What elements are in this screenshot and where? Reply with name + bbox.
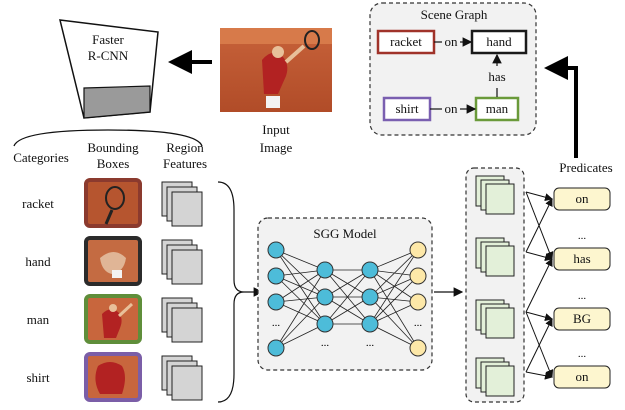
predicate-arrow-0 (525, 191, 553, 202)
predicate-label-3: on (575, 369, 589, 384)
sg-node-racket-label: racket (390, 34, 422, 49)
output-stack-0 (475, 175, 515, 215)
split-bracket (13, 129, 203, 147)
neural-network: ............ (267, 241, 427, 357)
region-feature-stacks (161, 181, 203, 401)
nn-node-l2-n2 (361, 315, 379, 333)
feature-stack-man (161, 297, 203, 343)
input-image-label-2: Image (259, 140, 293, 155)
output-stack-1 (475, 237, 515, 277)
predicates-title: Predicates (559, 160, 613, 175)
category-shirt: shirt (26, 370, 50, 385)
predicate-arrow-7 (525, 191, 554, 260)
nn-node-l0-n0 (267, 241, 285, 259)
nn-ellipsis-l2: ... (366, 337, 375, 349)
predicate-ellipsis-1: ... (577, 290, 587, 302)
predicate-ellipsis-2: ... (577, 348, 587, 360)
category-hand: hand (25, 254, 51, 269)
features-header-1: Region (166, 140, 204, 155)
feature-stack-shirt (161, 355, 203, 401)
features-brace (217, 181, 245, 403)
nn-node-l3-n0 (409, 241, 427, 259)
predicate-label-2: BG (572, 311, 592, 326)
sg-edge-label-shirt-man: on (444, 101, 458, 116)
predicate-arrows (525, 191, 554, 380)
bbox-racket (84, 178, 142, 228)
sg-edge-label-racket-hand: on (444, 34, 458, 49)
nn-node-l1-n1 (316, 288, 334, 306)
predicate-arrow-8 (525, 311, 554, 378)
predicate-box-1 (553, 247, 611, 271)
nn-node-l1-n0 (316, 261, 334, 279)
categories-header: Categories (13, 150, 69, 165)
nn-node-l0-n1 (267, 267, 285, 285)
input-image-label-1: Input (262, 122, 290, 137)
predicate-boxes (553, 187, 611, 389)
nn-node-l3-n1 (409, 267, 427, 285)
sg-node-man-label: man (485, 101, 509, 116)
category-man: man (26, 312, 50, 327)
nn-ellipsis-l0: ... (272, 317, 281, 329)
bbox-man (84, 294, 142, 344)
nn-node-l2-n1 (361, 288, 379, 306)
bounding-box-thumbnails (84, 178, 142, 402)
input-image (220, 28, 332, 112)
sgg-model-title: SGG Model (313, 226, 377, 241)
sg-node-hand-label: hand (486, 34, 512, 49)
detector-label-1: Faster (92, 32, 124, 47)
nn-ellipsis-l3: ... (414, 317, 423, 329)
predicate-box-2 (553, 307, 611, 331)
predicate-arrow-6 (525, 371, 553, 380)
nn-node-l1-n2 (316, 315, 334, 333)
predicate-label-1: has (573, 251, 591, 266)
nn-node-l2-n0 (361, 261, 379, 279)
nn-node-l3-n2 (409, 293, 427, 311)
nn-connections (275, 249, 419, 349)
faster-rcnn-box (59, 19, 159, 119)
sg-edge-label-man-hand: has (488, 69, 506, 84)
sg-node-shirt-label: shirt (395, 101, 419, 116)
feature-stack-racket (161, 181, 203, 227)
features-header-2: Features (162, 156, 208, 171)
arrow-predicates-to-graph (544, 56, 578, 158)
predicate-box-3 (553, 365, 611, 389)
feature-stack-hand (161, 239, 203, 285)
output-feature-stacks (475, 175, 515, 397)
output-stack-2 (475, 299, 515, 339)
predicate-box-0 (553, 187, 611, 211)
detector-label-2: R-CNN (87, 48, 129, 63)
bbox-shirt (84, 352, 142, 402)
nn-ellipsis-l1: ... (321, 337, 330, 349)
category-racket: racket (22, 196, 54, 211)
bbox-header-2: Boxes (96, 156, 130, 171)
output-stack-3 (475, 357, 515, 397)
nn-node-l0-n3 (267, 339, 285, 357)
output-features-panel (465, 167, 525, 403)
predicate-ellipsis-0: ... (577, 230, 587, 242)
bbox-hand (84, 236, 142, 286)
predicate-arrow-2 (525, 251, 553, 262)
bbox-header-1: Bounding (87, 140, 139, 155)
nn-node-l3-n3 (409, 339, 427, 357)
nn-node-l0-n2 (267, 293, 285, 311)
predicate-arrow-3 (525, 258, 553, 313)
predicate-label-0: on (575, 191, 589, 206)
scene-graph-title: Scene Graph (420, 7, 488, 22)
predicate-arrow-4 (525, 311, 553, 322)
